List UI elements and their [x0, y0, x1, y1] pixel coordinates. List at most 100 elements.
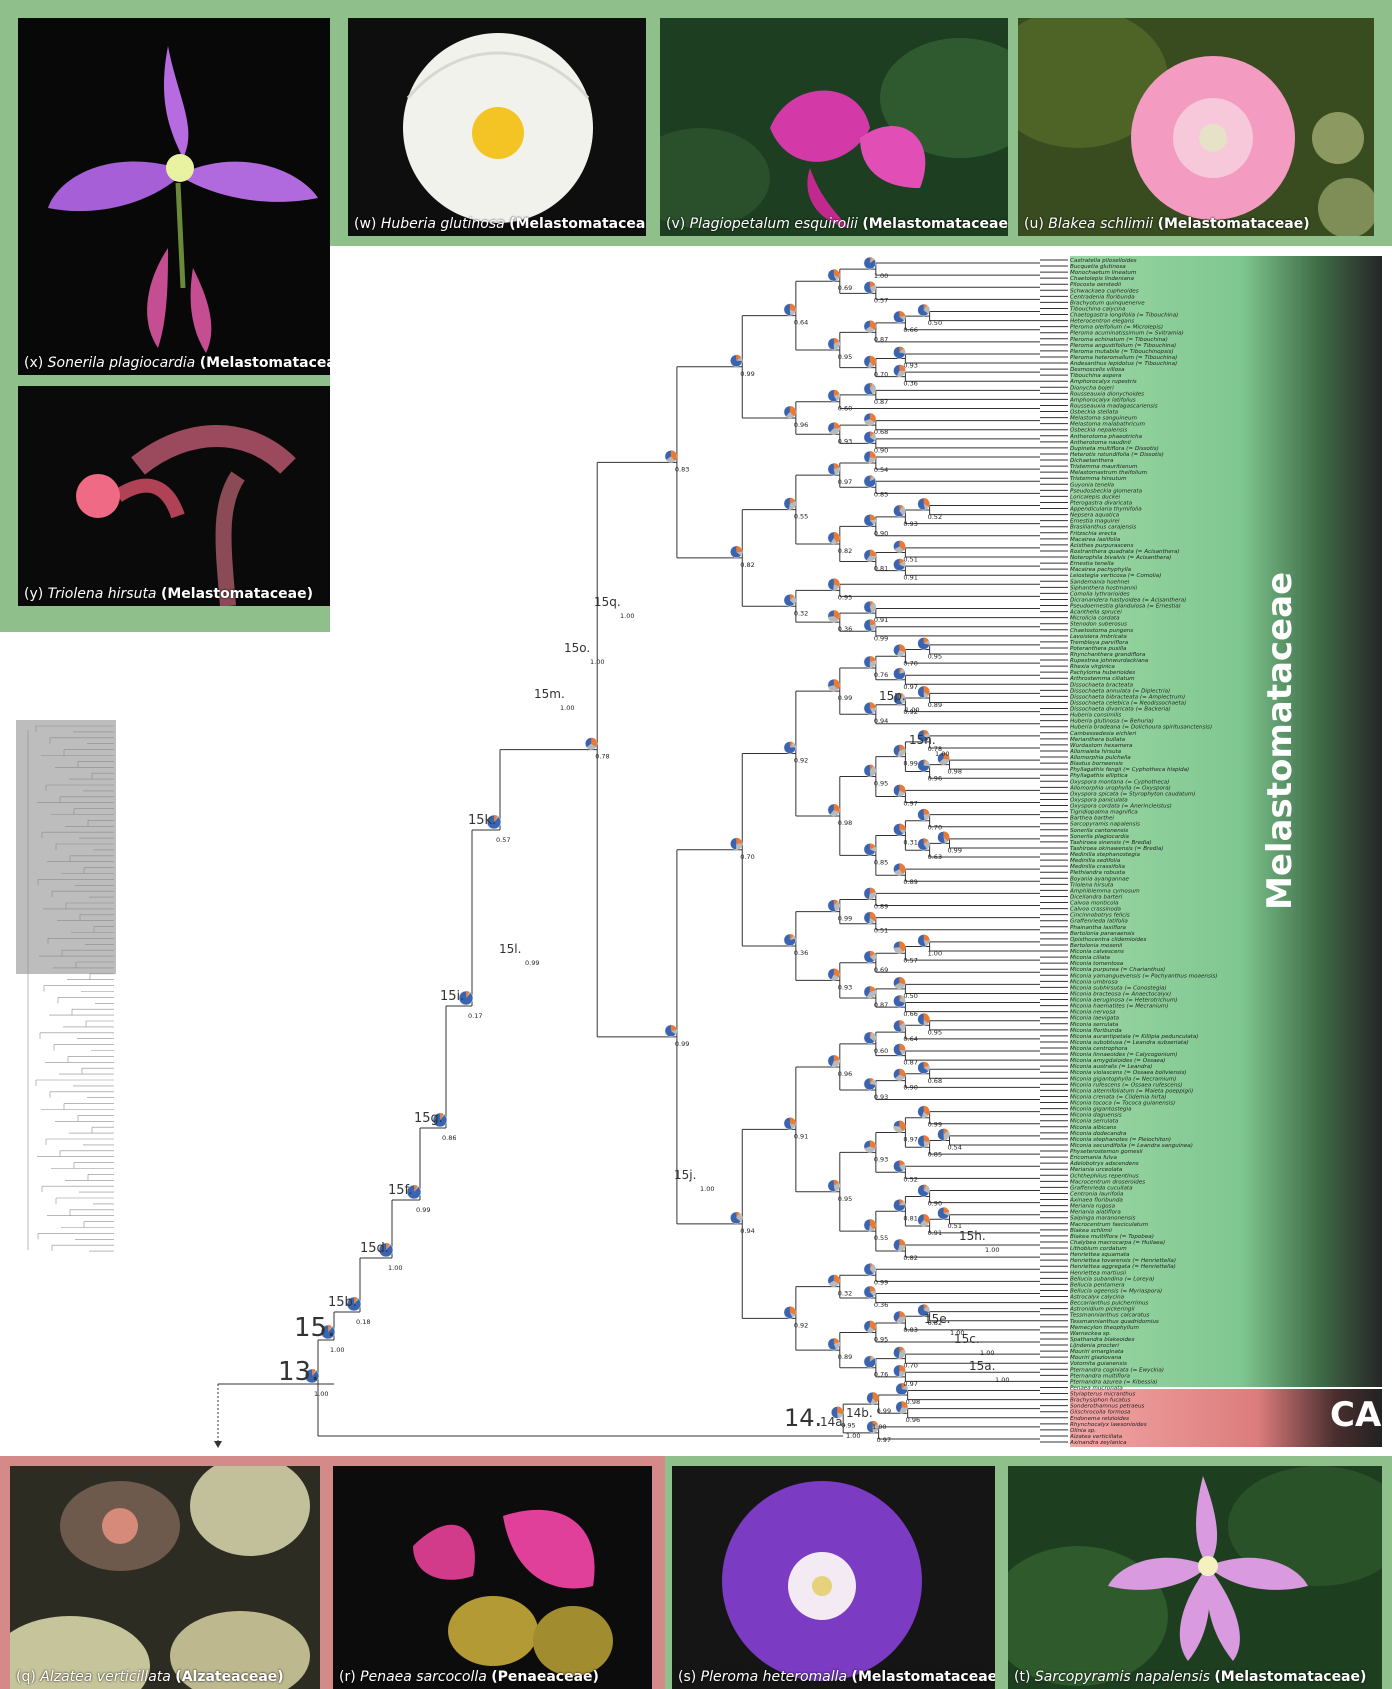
node-pie: [828, 532, 840, 544]
node-label-n15o: 15o.: [564, 641, 590, 655]
support-value: 0.70: [740, 853, 754, 861]
support-value: 0.83: [675, 465, 689, 473]
support-value: 0.54: [947, 1143, 961, 1151]
flower-illustration-t: [1008, 1466, 1382, 1689]
node-pie: [864, 281, 876, 293]
caption-t: (t) Sarcopyramis napalensis (Melastomata…: [1014, 1669, 1366, 1685]
node-pie: [864, 986, 876, 998]
node-pie: [893, 1069, 905, 1081]
node-pie: [864, 1321, 876, 1333]
support-value: 0.89: [838, 1353, 852, 1361]
photo-huberia: (w) Huberia glutinosa (Melastomataceae): [348, 18, 646, 236]
support-value: 0.57: [903, 956, 917, 964]
support-value: 0.52: [903, 1175, 917, 1183]
node-pie: [893, 1347, 905, 1359]
node-pie: [893, 1120, 905, 1132]
node-pie: [864, 1286, 876, 1298]
node-pie: [893, 505, 905, 517]
node-pie: [784, 1306, 796, 1318]
flower-illustration-w: [348, 18, 646, 236]
photo-pleroma: (s) Pleroma heteromalla (Melastomataceae…: [672, 1466, 995, 1689]
node-pie: [893, 365, 905, 377]
support-value: 0.32: [794, 609, 808, 617]
support-value: 0.83: [903, 1326, 917, 1334]
support-value: 0.78: [928, 745, 942, 753]
node-pie: [867, 1392, 879, 1404]
node-pie: [893, 1020, 905, 1032]
node-label-n15i: 15i.: [440, 989, 464, 1004]
node-label-n15e: 15e.: [924, 1312, 950, 1326]
support-value: 0.98: [906, 1398, 920, 1406]
support-value: 0.66: [903, 1010, 917, 1018]
node-pie: [828, 338, 840, 350]
support-value: 0.87: [874, 335, 888, 343]
node-pie: [730, 355, 742, 367]
node-pie: [893, 1044, 905, 1056]
flower-illustration-r: [333, 1466, 652, 1689]
node-pie: [828, 578, 840, 590]
support-value: 0.64: [794, 319, 808, 327]
node-pie: [730, 546, 742, 558]
caption-w: (w) Huberia glutinosa (Melastomataceae): [354, 216, 646, 232]
node-pie: [864, 550, 876, 562]
support-value: 0.94: [874, 717, 888, 725]
node-pie: [864, 451, 876, 463]
support-value: 0.97: [903, 1380, 917, 1388]
node-pie: [918, 686, 930, 698]
support-value: 0.85: [874, 858, 888, 866]
node-support-n15d: 1.00: [388, 1264, 402, 1272]
node-support-n15p: 1.00: [905, 706, 919, 714]
support-value: 0.99: [874, 1278, 888, 1286]
node-pie: [828, 422, 840, 434]
support-value: 0.36: [838, 625, 852, 633]
support-value: 0.87: [903, 1059, 917, 1067]
node-pie: [893, 784, 905, 796]
support-value: 0.36: [874, 1301, 888, 1309]
node-pie: [893, 1311, 905, 1323]
node-label-n15f: 15f.: [388, 1183, 412, 1198]
support-value: 0.87: [874, 1001, 888, 1009]
photo-alzatea: (q) Alzatea verticillata (Alzateaceae): [10, 1466, 320, 1689]
node-pie: [864, 383, 876, 395]
node-pie: [893, 863, 905, 875]
node-pie: [918, 1214, 930, 1226]
support-value: 0.68: [874, 428, 888, 436]
support-value: 0.97: [903, 1135, 917, 1143]
node-pie: [864, 951, 876, 963]
support-value: 0.93: [838, 437, 852, 445]
node-support-n14b: 1.00: [872, 1423, 886, 1431]
support-value: 0.99: [740, 370, 754, 378]
node-support-n15k: 0.57: [496, 836, 510, 844]
support-value: 0.89: [928, 701, 942, 709]
node-support-n15a: 1.00: [995, 1376, 1009, 1384]
node-support-n15l: 0.99: [525, 959, 539, 967]
node-pie: [893, 823, 905, 835]
node-pie: [730, 838, 742, 850]
node-pie: [918, 730, 930, 742]
support-value: 0.60: [838, 405, 852, 413]
node-label-n14a: 14a.: [820, 1415, 846, 1429]
support-value: 1.00: [928, 949, 942, 957]
node-pie: [893, 540, 905, 552]
flower-illustration-s: [672, 1466, 995, 1689]
node-pie: [893, 1239, 905, 1251]
support-value: 0.51: [903, 555, 917, 563]
support-value: 0.94: [740, 1227, 754, 1235]
flower-illustration-y: [18, 386, 330, 606]
support-value: 0.66: [903, 326, 917, 334]
node-pie: [433, 1113, 447, 1127]
support-value: 1.00: [874, 272, 888, 280]
support-value: 0.64: [903, 1035, 917, 1043]
support-value: 0.96: [794, 421, 808, 429]
node-label-n15h: 15h.: [959, 1229, 986, 1243]
support-value: 0.85: [928, 1150, 942, 1158]
node-pie: [896, 1401, 908, 1413]
support-value: 0.78: [595, 753, 609, 761]
down-arrow-icon: [214, 1441, 222, 1448]
node-pie: [918, 809, 930, 821]
node-pie: [828, 900, 840, 912]
node-label-n14: 14.: [784, 1404, 822, 1432]
node-support-n15q: 1.00: [620, 612, 634, 620]
node-pie: [893, 644, 905, 656]
node-pie: [918, 498, 930, 510]
